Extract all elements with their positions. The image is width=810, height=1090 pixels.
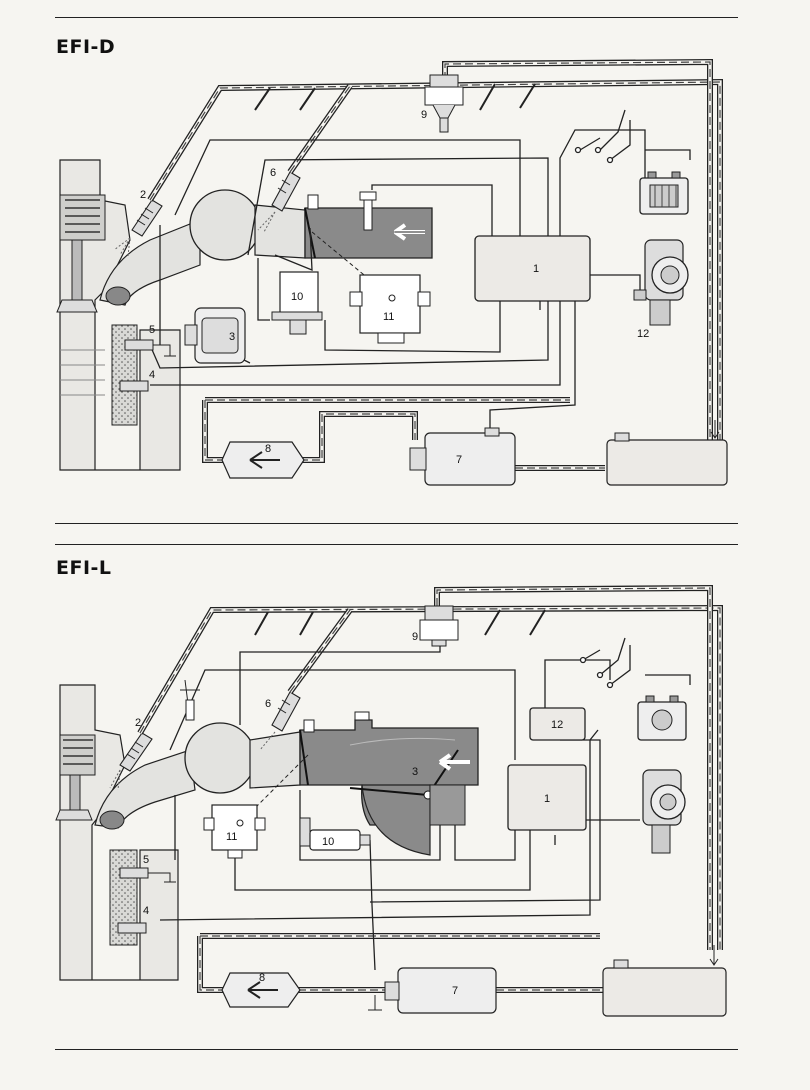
engine-block (55, 684, 179, 981)
efi-d-label-5: 5 (149, 324, 155, 336)
efi-l-label-5: 5 (143, 854, 149, 866)
distributor-12 (633, 239, 689, 326)
efi-d-label-9: 9 (421, 109, 427, 121)
injector-2 (113, 199, 163, 257)
pressure-regulator-9 (419, 605, 459, 647)
relay-12 (529, 707, 586, 741)
air-flow-arrow (438, 753, 470, 771)
efi-d-label-3: 3 (229, 331, 235, 343)
distributor (642, 769, 686, 854)
efi-l-label-3: 3 (412, 766, 418, 778)
efi-d-label-1: 1 (533, 263, 539, 275)
efi-l-label-2: 2 (135, 717, 141, 729)
efi-d-label-2: 2 (140, 189, 146, 201)
efi-d-label-11: 11 (383, 311, 394, 323)
throttle-switch-11 (203, 804, 266, 859)
bottom-rule (55, 1049, 738, 1050)
fuel-pump-7 (368, 967, 497, 1014)
efi-l-label-4: 4 (143, 905, 149, 917)
fuel-tank (606, 420, 728, 486)
efi-l-diagram: 12 1 (55, 584, 727, 1017)
battery (637, 695, 687, 741)
fuel-lines (137, 584, 723, 993)
top-rule (55, 17, 738, 18)
battery (639, 171, 689, 215)
pressure-regulator-9 (424, 74, 464, 133)
fuel-filter-8 (221, 441, 305, 479)
temp-sensor-4 (119, 380, 149, 392)
separator-rule-2 (55, 544, 738, 545)
ecu-1 (474, 235, 591, 302)
temp-sensor-5 (124, 339, 176, 357)
air-valve-10 (299, 817, 371, 851)
efi-d-label-6: 6 (270, 167, 276, 179)
pressure-sensor-3 (184, 307, 246, 364)
efi-l-label-7: 7 (452, 985, 458, 997)
ignition-switch (574, 109, 691, 164)
throttle-housing (304, 207, 433, 259)
efi-d-heading: EFI-D (56, 36, 116, 58)
efi-d-label-7: 7 (456, 454, 462, 466)
efi-l-label-9: 9 (412, 631, 418, 643)
efi-d-label-12: 12 (637, 328, 649, 340)
air-chamber (184, 722, 256, 794)
ignition-switch (579, 637, 631, 689)
fuel-lines (147, 58, 723, 471)
separator-rule-1 (55, 523, 738, 524)
efi-d-label-10: 10 (291, 291, 303, 303)
fuel-pump-7 (409, 427, 516, 486)
wiring (159, 646, 691, 971)
injector-2 (109, 732, 153, 791)
temp-sensor-4 (117, 922, 147, 934)
fuel-filter-8 (221, 972, 301, 1008)
efi-l-heading: EFI-L (56, 557, 112, 579)
air-valve-10 (271, 271, 323, 335)
efi-d-label-4: 4 (149, 369, 155, 381)
ecu-1 (507, 764, 587, 831)
efi-l-label-11: 11 (226, 831, 237, 843)
injector-6 (259, 691, 301, 751)
efi-l-label-1: 1 (544, 793, 550, 805)
efi-l-label-8: 8 (259, 972, 265, 984)
fuel-tank (602, 945, 727, 1017)
efi-d-label-8: 8 (265, 443, 271, 455)
throttle-switch-11 (349, 274, 431, 344)
temp-sensor-5 (119, 867, 176, 883)
efi-d-diagram: 1 (56, 58, 728, 486)
intake-duct (254, 204, 306, 259)
efi-l-label-12: 12 (551, 719, 563, 731)
efi-l-label-6: 6 (265, 698, 271, 710)
injector-6 (257, 171, 301, 233)
efi-l-label-10: 10 (322, 836, 334, 848)
